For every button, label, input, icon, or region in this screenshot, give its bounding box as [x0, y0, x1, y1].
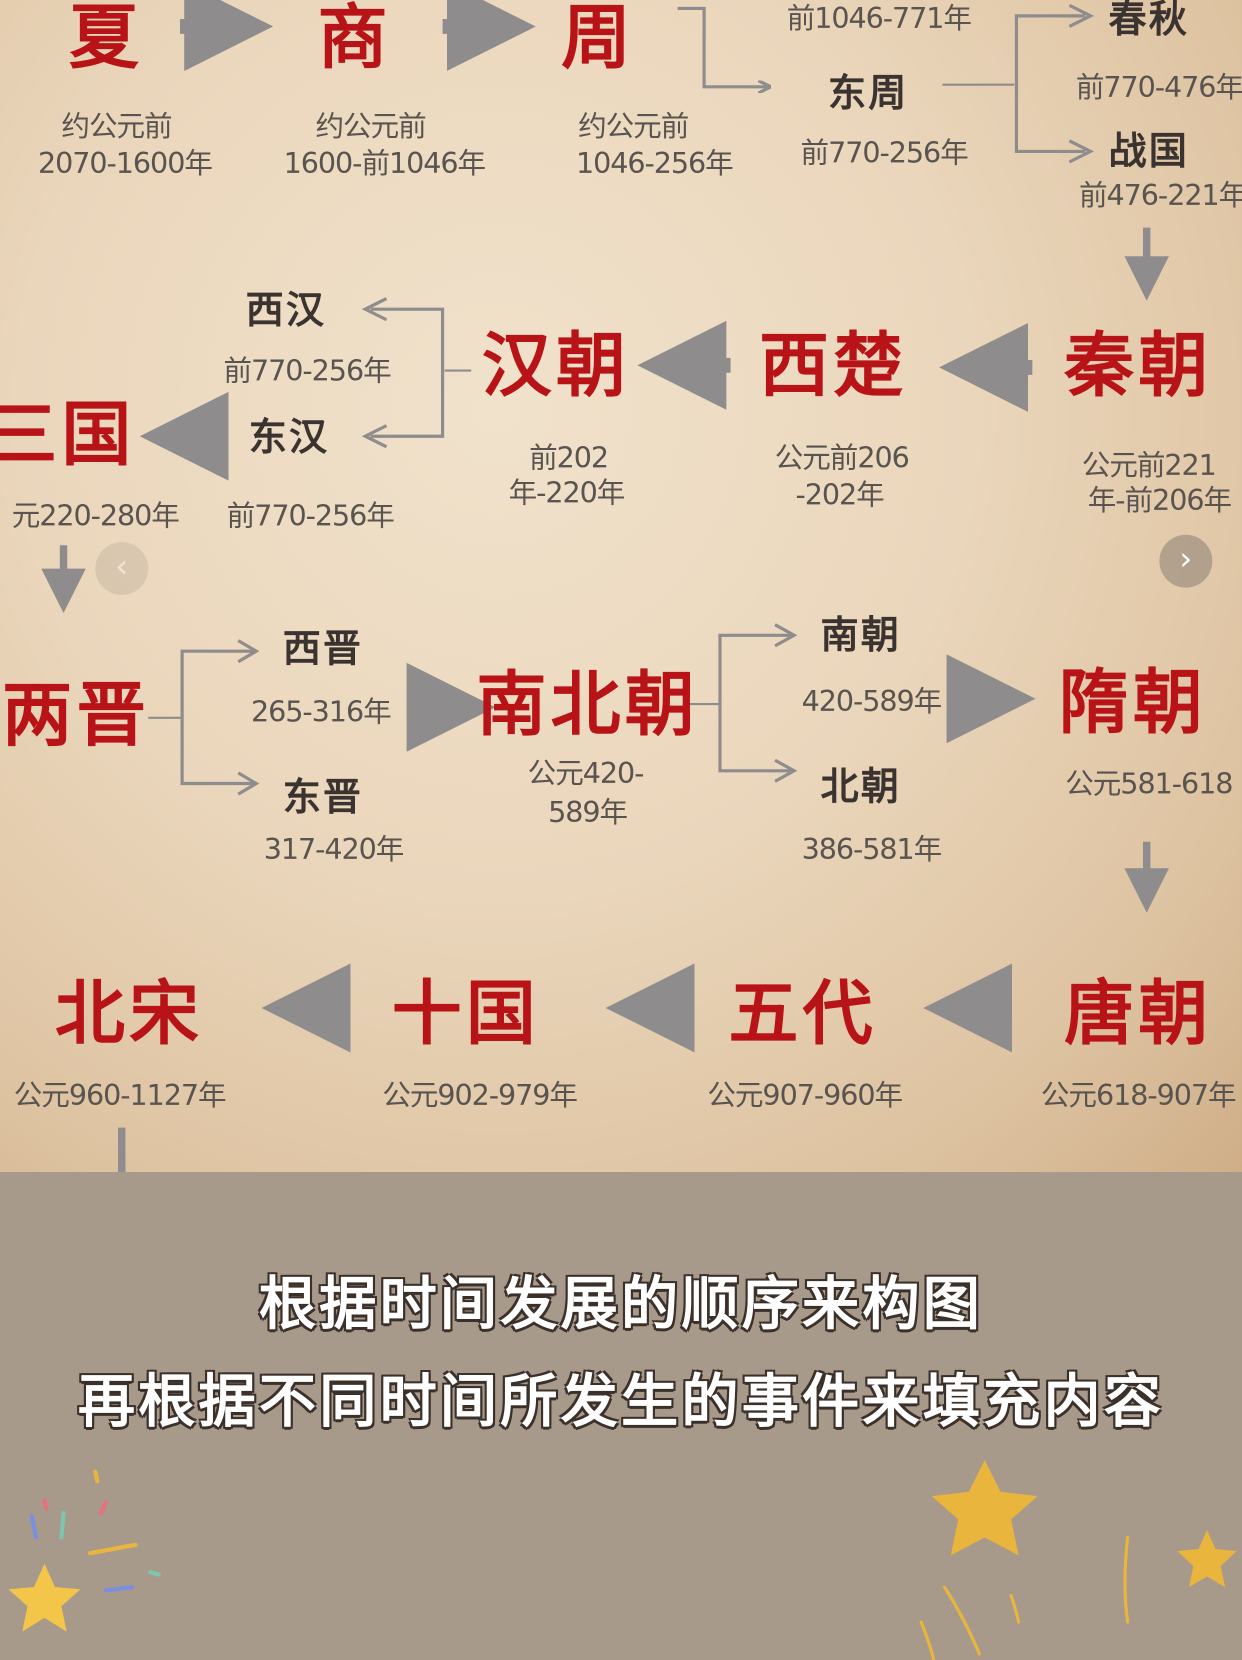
date-xijin: 265-316年 [251, 696, 392, 729]
dynasty-wudai: 五代 [728, 971, 877, 1055]
caption-panel: 根据时间发展的顺序来构图 再根据不同时间所发生的事件来填充内容 [0, 1172, 1242, 1660]
dynasty-donghan: 东汉 [248, 415, 330, 460]
date-chunqiu: 前770-476年 [1075, 71, 1242, 105]
date-wudai: 公元907-960年 [707, 1079, 903, 1113]
dynasty-xia: 夏 [68, 0, 143, 79]
timeline-image: 夏 约公元前 2070-1600年 商 约公元前 1600-前1046年 周 约… [0, 0, 1242, 1173]
dynasty-nanchao: 南朝 [820, 613, 902, 658]
date-dongjin: 317-420年 [263, 833, 405, 867]
date-donghan: 前770-256年 [226, 500, 395, 534]
date-sanguo: 元220-280年 [11, 500, 180, 534]
date-shang-2: 1600-前1046年 [283, 147, 486, 181]
dynasty-shang: 商 [317, 0, 392, 79]
date-beichao: 386-581年 [801, 833, 943, 867]
dynasty-nanbeichao: 南北朝 [476, 662, 699, 746]
date-zhanguo: 前476-221年 [1079, 179, 1242, 213]
star-icon [1177, 1529, 1237, 1588]
date-zhou-2: 1046-256年 [575, 147, 734, 181]
star-icon [8, 1563, 81, 1632]
decorations [8, 1460, 1237, 1660]
date-shiguo: 公元902-979年 [382, 1079, 578, 1113]
dynasty-xichu: 西楚 [759, 323, 908, 407]
next-image-button[interactable]: › [1159, 534, 1213, 588]
date-han-1: 前202 [529, 442, 609, 475]
date-xichu-2: -202年 [795, 479, 885, 512]
date-shang-1: 约公元前 [315, 110, 427, 144]
dynasty-dongzhou: 东周 [827, 70, 909, 116]
date-xichu-1: 公元前206 [774, 442, 910, 475]
dynasty-beisong: 北宋 [55, 971, 204, 1055]
bracket-dongzhou [1014, 14, 1086, 153]
date-qin-2: 年-前206年 [1087, 484, 1232, 518]
dynasty-sanguo: 三国 [0, 392, 136, 476]
date-zhou-1: 约公元前 [578, 110, 689, 144]
dynasty-sui: 隋朝 [1058, 660, 1208, 744]
dynasty-dongjin: 东晋 [282, 775, 364, 820]
star-icon [931, 1460, 1038, 1556]
date-sui: 公元581-618 [1065, 768, 1233, 801]
date-beisong: 公元960-1127年 [13, 1079, 227, 1113]
dynasty-zhou: 周 [561, 0, 636, 79]
date-han-2: 年-220年 [508, 476, 626, 510]
dynasty-xihan: 西汉 [245, 287, 327, 333]
date-dongzhou: 前770-256年 [800, 137, 969, 170]
caption-line-1: 根据时间发展的顺序来构图 [258, 1270, 984, 1338]
sparkle-icon [919, 1535, 1130, 1660]
caption-line-2: 再根据不同时间所发生的事件来填充内容 [77, 1367, 1165, 1435]
date-nanbeichao-2: 589年 [548, 796, 628, 830]
dynasty-chunqiu: 春秋 [1108, 0, 1190, 42]
dynasty-zhanguo: 战国 [1108, 129, 1190, 174]
timeline-arrows [41, 0, 1169, 1173]
bracket-zhou [677, 6, 768, 86]
date-tang: 公元618-907年 [1040, 1079, 1237, 1113]
sparkle-icon [29, 1469, 161, 1593]
date-xizhou: 前1046-771年 [786, 2, 972, 36]
bracket-han [370, 307, 445, 438]
dynasty-beichao: 北朝 [820, 764, 902, 809]
dynasty-tang: 唐朝 [1064, 971, 1213, 1055]
dynasty-han: 汉朝 [481, 323, 630, 407]
dynasty-shiguo: 十国 [391, 971, 540, 1055]
dynasty-qin: 秦朝 [1064, 323, 1213, 407]
bracket-liangjin [180, 649, 255, 786]
date-xia-2: 2070-1600年 [38, 147, 213, 181]
dynasty-xijin: 西晋 [282, 626, 364, 672]
prev-image-button[interactable]: ‹ [95, 542, 149, 596]
bracket-nanbeichao [718, 633, 792, 773]
date-nanbeichao-1: 公元420- [527, 757, 645, 791]
date-xia-1: 约公元前 [61, 110, 172, 144]
date-xihan: 前770-256年 [223, 355, 392, 389]
date-nanchao: 420-589年 [801, 685, 943, 719]
dynasty-liangjin: 两晋 [2, 673, 151, 756]
date-qin-1: 公元前221 [1081, 449, 1217, 483]
